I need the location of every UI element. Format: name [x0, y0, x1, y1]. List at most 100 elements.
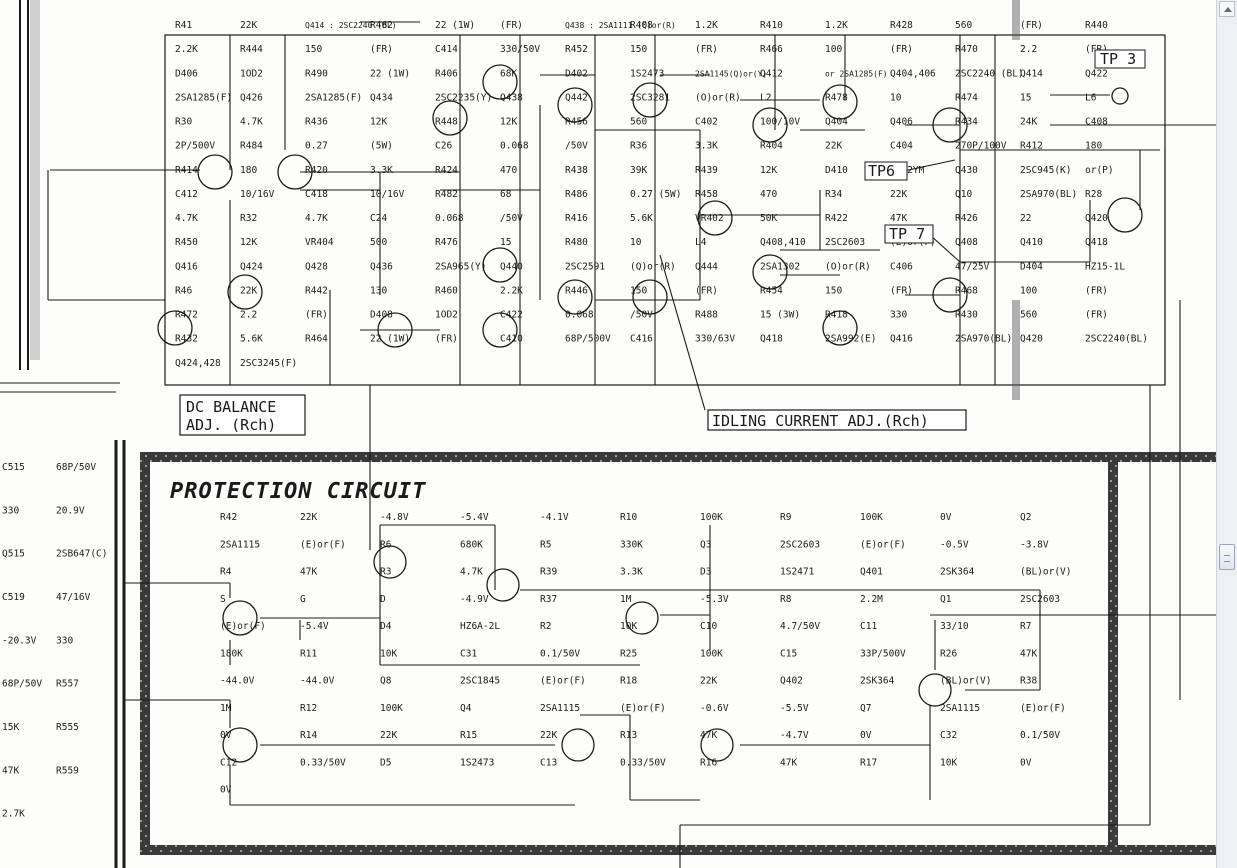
schematic-label: 47K: [890, 213, 907, 224]
schematic-label: 2.2: [1020, 44, 1037, 55]
schematic-label: R424: [435, 165, 458, 176]
schematic-label: R466: [760, 44, 783, 55]
schematic-label: G: [300, 594, 306, 605]
schematic-label: R12: [300, 703, 317, 714]
schematic-label: 3.3K: [695, 141, 718, 152]
schematic-label: R488: [695, 310, 718, 321]
schematic-label: 180: [1085, 141, 1102, 152]
schematic-label: 0.068: [435, 213, 464, 224]
schematic-label: Q416: [175, 261, 198, 272]
schematic-label: (FR): [305, 310, 328, 321]
schematic-label: 2SA1285(F): [175, 92, 232, 103]
schematic-label: (FR): [500, 20, 523, 31]
schematic-label: -3.8V: [1020, 539, 1049, 550]
schematic-label: C515: [2, 462, 25, 473]
amp-wiring: [47, 21, 1216, 550]
schematic-label: 2.2M: [860, 594, 883, 605]
schematic-label: Q406: [890, 117, 913, 128]
schematic-label: (5W): [370, 141, 393, 152]
schematic-label: 10K: [620, 621, 637, 632]
schematic-label: 2SA1115: [220, 539, 260, 550]
schematic-label: 3.3K: [620, 567, 643, 578]
schematic-label: (FR): [890, 44, 913, 55]
schematic-label: 150: [630, 44, 647, 55]
schematic-label: R458: [695, 189, 718, 200]
protection-wiring: [125, 300, 1216, 868]
schematic-label: 2SA970(BL): [1020, 189, 1077, 200]
schematic-label: Q434: [370, 92, 393, 103]
schematic-label: R478: [825, 92, 848, 103]
schematic-label: R3: [380, 567, 391, 578]
schematic-label: 47K: [780, 758, 797, 769]
schematic-label: R439: [695, 165, 718, 176]
schematic-label: R6: [380, 539, 392, 550]
schematic-label: Q436: [370, 261, 393, 272]
schematic-label: D406: [175, 68, 198, 79]
schematic-label: C410: [500, 334, 523, 345]
schematic-label: 22K: [540, 730, 557, 741]
schematic-label: 0V: [220, 785, 232, 796]
schematic-label: 10K: [380, 648, 397, 659]
schematic-label: D408: [370, 310, 393, 321]
schematic-label: 47K: [700, 730, 717, 741]
schematic-label: R462: [370, 20, 393, 31]
schematic-label: 2.2K: [175, 44, 198, 55]
schematic-label: R4: [220, 567, 232, 578]
schematic-label: 330K: [620, 539, 643, 550]
schematic-label: Q422: [1085, 68, 1108, 79]
schematic-label: 680K: [460, 539, 483, 550]
schematic-label: C26: [435, 141, 452, 152]
schematic-label: D5: [380, 758, 391, 769]
schematic-label: R474: [955, 92, 978, 103]
schematic-label: Q404,406: [890, 68, 936, 79]
schematic-label: C12: [220, 758, 237, 769]
schematic-label: 47K: [1020, 648, 1037, 659]
scroll-up-arrow-icon[interactable]: [1219, 1, 1235, 17]
schematic-label: Q2: [1020, 512, 1031, 523]
schematic-label: C31: [460, 648, 477, 659]
schematic-label: 0V: [220, 730, 232, 741]
idling-label: IDLING CURRENT ADJ.(Rch): [712, 412, 929, 430]
schematic-label: R408: [630, 20, 653, 31]
schematic-label: Q402: [780, 676, 803, 687]
vertical-scrollbar[interactable]: [1216, 0, 1237, 868]
schematic-label: Q8: [380, 676, 392, 687]
schematic-label: -5.3V: [700, 594, 729, 605]
schematic-label: 2SA965(Y): [435, 261, 486, 272]
schematic-label: 500: [370, 237, 387, 248]
schematic-label: L2: [760, 92, 771, 103]
schematic-label: 12K: [500, 117, 517, 128]
schematic-label: 330/63V: [695, 334, 735, 345]
schematic-label: R555: [56, 722, 79, 733]
schematic-label: R438: [565, 165, 588, 176]
schematic-label: R426: [955, 213, 978, 224]
schematic-label: 150: [630, 286, 647, 297]
schematic-label: R9: [780, 512, 792, 523]
dc-balance-callout: DC BALANCE ADJ. (Rch): [179, 394, 306, 436]
schematic-label: (E)or(F): [300, 539, 346, 550]
schematic-label: 2SC2603: [825, 237, 865, 248]
schematic-label: (FR): [435, 334, 458, 345]
schematic-label: 5.6K: [630, 213, 653, 224]
schematic-label: R26: [940, 648, 957, 659]
scrollbar-thumb[interactable]: [1219, 544, 1235, 570]
schematic-label: Q428: [305, 261, 328, 272]
left-borders: [0, 0, 1020, 868]
schematic-label: R434: [955, 117, 978, 128]
tp3-callout: TP 3: [1094, 49, 1146, 69]
dc-balance-line1: DC BALANCE: [186, 398, 276, 416]
schematic-label: D4: [380, 621, 392, 632]
schematic-label: -4.9V: [460, 594, 489, 605]
schematic-label: L6: [1085, 92, 1097, 103]
schematic-label: 0.33/50V: [300, 758, 346, 769]
schematic-label: (FR): [370, 44, 393, 55]
schematic-label: C32: [940, 730, 957, 741]
schematic-label: 1S2473: [460, 758, 494, 769]
schematic-label: R39: [540, 567, 557, 578]
schematic-label: -4.1V: [540, 512, 569, 523]
schematic-label: 150: [305, 44, 322, 55]
schematic-label: 22K: [300, 512, 317, 523]
